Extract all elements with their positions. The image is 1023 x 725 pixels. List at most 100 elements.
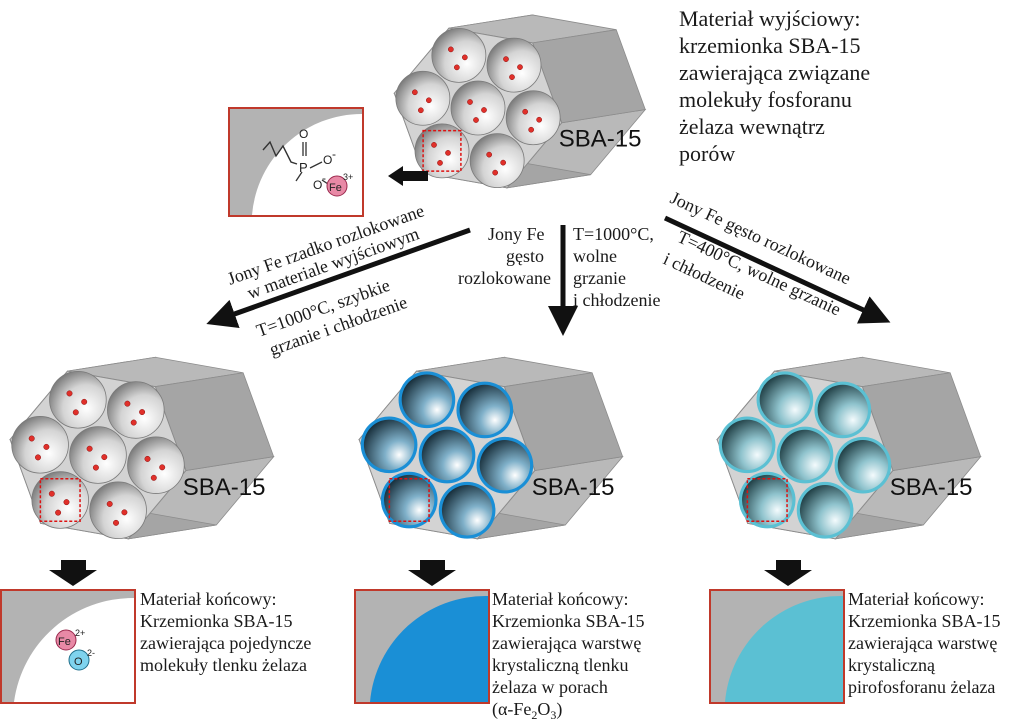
fe-ion-dot bbox=[101, 454, 108, 461]
start-material-line: krzemionka SBA-15 bbox=[679, 33, 860, 58]
down-arrow-icon bbox=[49, 560, 97, 586]
fe-ion-dot bbox=[35, 454, 41, 461]
fe-ion-dot bbox=[92, 464, 99, 471]
arrow-middle-condition: wolne bbox=[573, 246, 617, 266]
fe-ion-dot bbox=[121, 509, 128, 516]
charge-minus: - bbox=[332, 147, 336, 161]
fe-ion-dot bbox=[43, 443, 50, 450]
start-material-line: porów bbox=[679, 141, 735, 166]
final-1-line: Krzemionka SBA-15 bbox=[140, 611, 292, 631]
final-2-line: Materiał końcowy: bbox=[492, 589, 628, 609]
final-2-description: Materiał końcowy: Krzemionka SBA-15 zawi… bbox=[492, 589, 644, 722]
fe-charge: 2+ bbox=[75, 628, 85, 638]
fe-label: Fe bbox=[58, 636, 71, 648]
fe-ion-dot bbox=[106, 500, 113, 507]
selection-frame bbox=[388, 478, 430, 523]
arrow-middle-condition: T=1000°C, bbox=[573, 224, 654, 244]
oxygen-label: O bbox=[299, 127, 308, 141]
final-3-line: Krzemionka SBA-15 bbox=[848, 611, 1000, 631]
fe-ion-dot bbox=[447, 46, 454, 53]
hematite-formula: (α-Fe2O3) bbox=[492, 699, 562, 722]
pore bbox=[505, 90, 561, 146]
inset-final-1: Fe 2+ O 2- bbox=[0, 589, 136, 704]
start-material-line: molekuły fosforanu bbox=[679, 87, 852, 112]
fe-ion-dot bbox=[437, 160, 443, 166]
start-material-description: Materiał wyjściowy: krzemionka SBA-15 za… bbox=[679, 6, 870, 166]
fe-ion-dot bbox=[144, 455, 151, 462]
final-2-line: zawierająca warstwę bbox=[492, 633, 641, 653]
hex-bundle-final-1: SBA-15 bbox=[9, 356, 275, 540]
arrow-middle-condition: i chłodzenie bbox=[573, 290, 660, 310]
selection-frame bbox=[39, 478, 81, 523]
fe-ion-dot bbox=[431, 142, 437, 148]
fe-ion-dot bbox=[467, 99, 473, 105]
arrow-middle-label: gęsto bbox=[506, 246, 544, 266]
fe-ion-dot bbox=[453, 64, 460, 71]
hex-bundle-final-3: SBA-15 bbox=[716, 356, 982, 540]
inset-final-2 bbox=[354, 589, 490, 704]
start-material-line: zawierająca związane bbox=[679, 60, 870, 85]
start-material-line: żelaza wewnątrz bbox=[679, 114, 825, 139]
pore bbox=[450, 80, 506, 136]
arrow-right bbox=[663, 215, 891, 324]
fe-ion-dot bbox=[55, 509, 62, 516]
down-arrow-icon bbox=[764, 560, 812, 586]
arrow-middle-condition: grzanie bbox=[573, 268, 626, 288]
fe-ion-dot bbox=[473, 117, 479, 123]
final-3-line: krystaliczną bbox=[848, 655, 936, 675]
sba15-label: SBA-15 bbox=[183, 474, 266, 501]
fe3-ion-icon bbox=[326, 175, 348, 197]
pore bbox=[127, 436, 185, 494]
final-3-description: Materiał końcowy: Krzemionka SBA-15 zawi… bbox=[848, 589, 1000, 697]
oxygen-label: O bbox=[323, 153, 332, 167]
hex-bundle-final-2: SBA-15 bbox=[358, 356, 624, 540]
o2-ion-icon bbox=[68, 649, 90, 671]
final-2-line: żelaza w porach bbox=[492, 677, 608, 697]
o-charge: 2- bbox=[87, 648, 95, 658]
selection-frame bbox=[746, 478, 788, 523]
hex-bundle-start: SBA-15 bbox=[393, 14, 647, 189]
pore bbox=[31, 471, 89, 529]
fe-ion-dot bbox=[63, 499, 70, 506]
final-3-line: pirofosforanu żelaza bbox=[848, 677, 995, 697]
final-2-line: krystaliczną tlenku bbox=[492, 655, 628, 675]
inset-arrow-icon bbox=[388, 166, 428, 186]
fe-ion-dot bbox=[130, 419, 137, 426]
start-material-line: Materiał wyjściowy: bbox=[679, 6, 860, 31]
final-1-line: molekuły tlenku żelaza bbox=[140, 655, 307, 675]
fe-ion-dot bbox=[86, 445, 93, 452]
fe-ion-dot bbox=[150, 474, 157, 481]
o-label: O bbox=[74, 656, 83, 668]
fe-ion-dot bbox=[522, 108, 528, 115]
pore bbox=[486, 37, 542, 93]
arrow-left bbox=[206, 227, 471, 329]
fe-ion-dot bbox=[445, 150, 451, 156]
fe-ion-dot bbox=[139, 409, 146, 416]
pore bbox=[469, 133, 525, 189]
inset-final-3 bbox=[709, 589, 845, 704]
final-1-description: Materiał końcowy: Krzemionka SBA-15 zawi… bbox=[140, 589, 311, 675]
final-3-line: zawierająca warstwę bbox=[848, 633, 997, 653]
pore bbox=[395, 70, 451, 126]
fe-ion-dot bbox=[536, 116, 542, 123]
inset-phosphate-fe3: P O O O - - Fe 3+ bbox=[228, 107, 364, 217]
fe-ion-dot bbox=[81, 398, 88, 405]
sba15-label: SBA-15 bbox=[532, 474, 615, 501]
charge-minus: - bbox=[322, 171, 326, 185]
pore bbox=[107, 381, 165, 439]
pore bbox=[431, 27, 487, 83]
fe-ion-dot bbox=[48, 490, 55, 497]
fe-ion-dot bbox=[72, 409, 79, 416]
fe-ion-dot bbox=[124, 400, 131, 407]
fe-ion-dot bbox=[528, 126, 534, 133]
final-2-line: Krzemionka SBA-15 bbox=[492, 611, 644, 631]
pore bbox=[89, 481, 147, 540]
fe-ion-dot bbox=[461, 54, 468, 61]
fe-ion-dot bbox=[113, 519, 119, 526]
fe-ion-dot bbox=[503, 56, 509, 62]
final-1-line: zawierająca pojedyncze bbox=[140, 633, 311, 653]
fe-ion-dot bbox=[500, 159, 507, 166]
fe-ion-dot bbox=[159, 464, 166, 471]
sba15-label: SBA-15 bbox=[559, 125, 642, 152]
